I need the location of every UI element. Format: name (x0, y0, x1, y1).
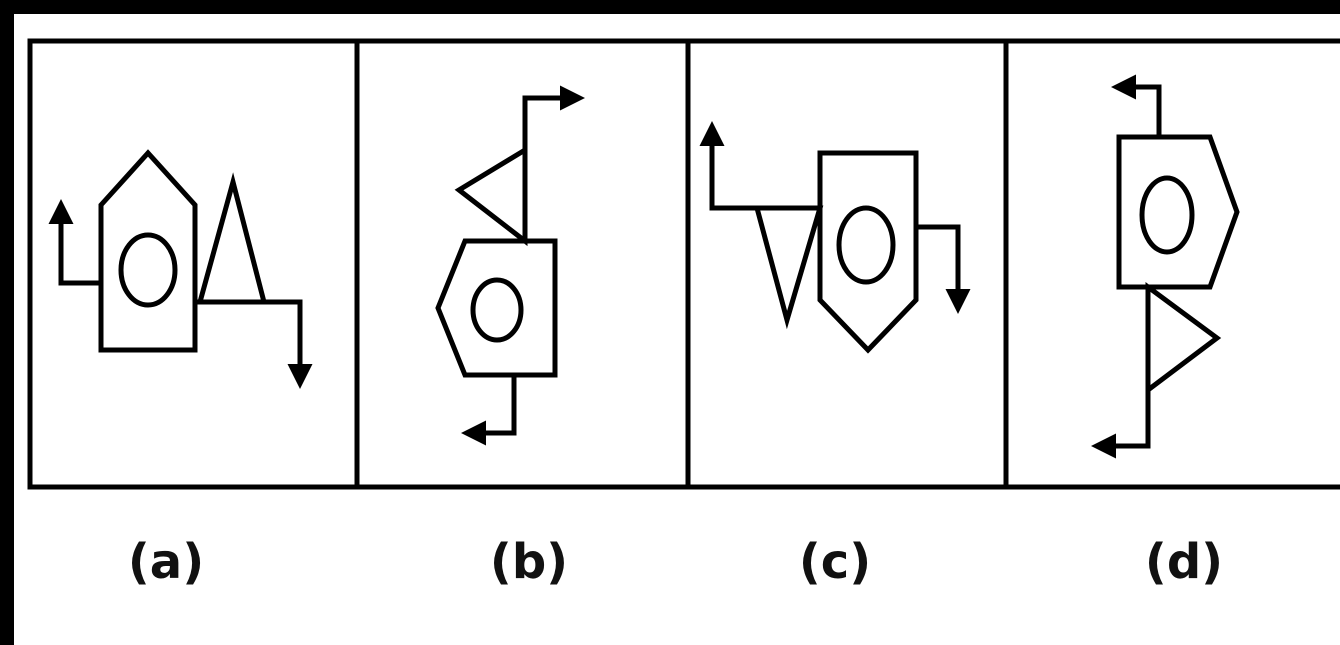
hexagon-shape (98, 149, 198, 353)
arrow-down-right (916, 224, 971, 315)
triangle-shape (1145, 282, 1222, 396)
option-c-figure[interactable] (699, 120, 971, 354)
option-b-label[interactable]: (b) (489, 534, 569, 590)
hexagon-shape (435, 238, 558, 378)
triangle-shape (196, 172, 268, 305)
options-frame (27, 38, 1340, 490)
arrow-down-right (195, 299, 313, 390)
option-d-label[interactable]: (d) (1144, 534, 1224, 590)
arrow-down-left (1090, 390, 1151, 459)
arrow-up-left (48, 198, 101, 286)
hexagon-shape (1116, 134, 1240, 290)
figure-page (14, 14, 1340, 645)
option-a-figure[interactable] (48, 149, 313, 390)
arrow-up-left (1110, 74, 1162, 137)
arrow-up-left (699, 120, 757, 211)
option-c-label[interactable]: (c) (798, 534, 872, 590)
circle-shape (1139, 175, 1195, 255)
triangle-shape (454, 145, 528, 247)
frame-outline (27, 38, 1340, 490)
hexagon-shape (817, 150, 919, 354)
option-d-figure[interactable] (1090, 74, 1240, 459)
circle-shape (118, 232, 178, 308)
triangle-shape (753, 205, 824, 330)
arrow-down-left (460, 375, 517, 446)
option-b-figure[interactable] (435, 85, 586, 446)
circle-shape (836, 205, 896, 285)
circle-shape (470, 277, 524, 343)
arrow-up-right (522, 85, 586, 241)
option-a-label[interactable]: (a) (127, 534, 205, 590)
